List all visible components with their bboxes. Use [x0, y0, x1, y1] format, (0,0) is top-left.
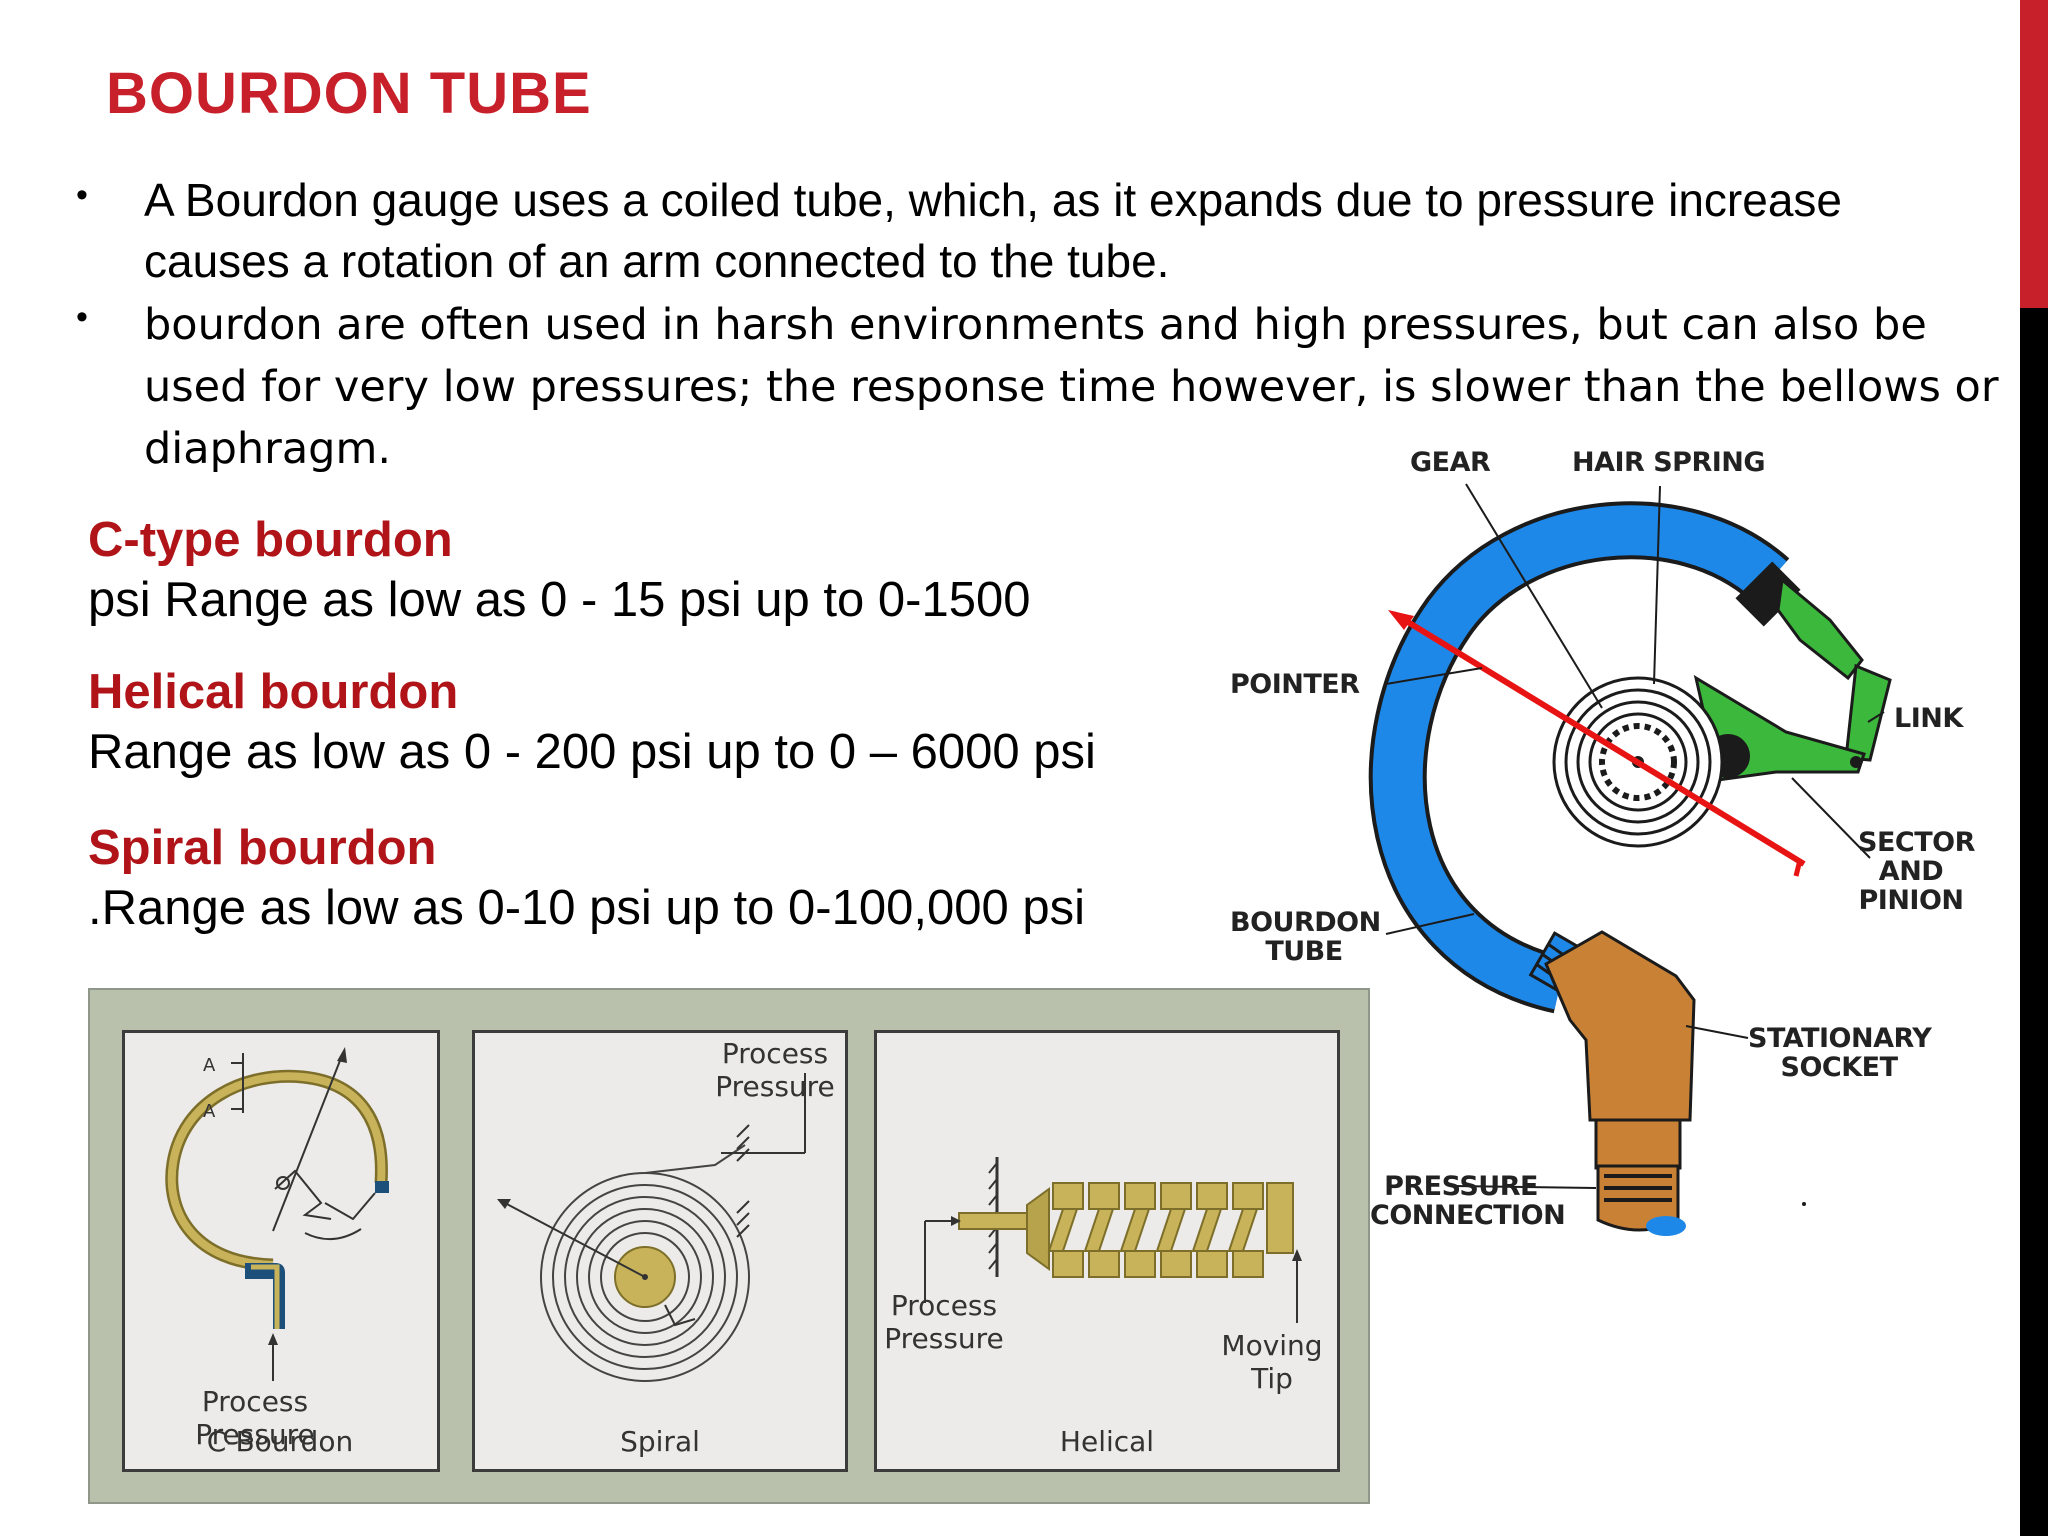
- label-stationary-socket: STATIONARY SOCKET: [1748, 1023, 1932, 1083]
- label-sector-and-pinion: SECTOR AND PINION: [1858, 827, 1975, 916]
- section-text-spiral: .Range as low as 0-10 psi up to 0-100,00…: [88, 881, 1085, 935]
- spiral-drawing: [497, 1073, 806, 1382]
- label-bourdon-tube: BOURDON TUBE: [1230, 907, 1381, 967]
- bourdon-types-figure: A A Process Pressure C-Bourdon Process P…: [88, 988, 1370, 1504]
- section-heading-spiral: Spiral bourdon: [88, 821, 437, 875]
- helical-caption: Helical: [1059, 1425, 1155, 1458]
- helical-drawing: [924, 1157, 1302, 1323]
- c-bourdon-panel: A A Process Pressure C-Bourdon: [122, 1030, 440, 1472]
- helical-pressure-label: Process Pressure: [884, 1289, 1004, 1355]
- slide-title: BOURDON TUBE: [106, 61, 592, 126]
- label-pressure-connection: PRESSURE CONNECTION: [1370, 1171, 1566, 1231]
- section-text-c-type: psi Range as low as 0 - 15 psi up to 0-1…: [88, 573, 1031, 627]
- spiral-pressure-label: Process Pressure: [715, 1037, 835, 1103]
- helical-panel: Process Pressure Moving Tip Helical: [874, 1030, 1340, 1472]
- c-bourdon-marker-a1: A: [203, 1055, 216, 1076]
- c-bourdon-drawing: [165, 1047, 389, 1381]
- label-hair-spring: HAIR SPRING: [1572, 447, 1766, 478]
- gauge-drawing: [1368, 483, 1892, 1236]
- bullet-marker: •: [76, 176, 88, 214]
- c-bourdon-caption: C-Bourdon: [206, 1425, 354, 1458]
- section-text-helical: Range as low as 0 - 200 psi up to 0 – 60…: [88, 725, 1096, 779]
- accent-bar: [2020, 0, 2048, 308]
- c-bourdon-marker-a2: A: [203, 1101, 216, 1122]
- spiral-caption: Spiral: [620, 1425, 700, 1458]
- bullet-2: bourdon are often used in harsh environm…: [144, 300, 1999, 474]
- label-pointer: POINTER: [1230, 669, 1360, 700]
- section-heading-c-type: C-type bourdon: [88, 513, 453, 567]
- label-link: LINK: [1894, 703, 1963, 734]
- label-gear: GEAR: [1410, 447, 1491, 478]
- side-bar: [2020, 308, 2048, 1536]
- c-bourdon-pressure-label: Process Pressure: [195, 1385, 315, 1451]
- section-heading-helical: Helical bourdon: [88, 665, 459, 719]
- bullet-1: A Bourdon gauge uses a coiled tube, whic…: [144, 174, 1842, 287]
- helical-tip-label: Moving Tip: [1221, 1329, 1323, 1395]
- bourdon-gauge-diagram: GEAR HAIR SPRING POINTER LINK SECTOR AND…: [1230, 440, 2020, 1265]
- spiral-panel: Process Pressure Spiral: [472, 1030, 848, 1472]
- bullet-marker: •: [76, 298, 88, 336]
